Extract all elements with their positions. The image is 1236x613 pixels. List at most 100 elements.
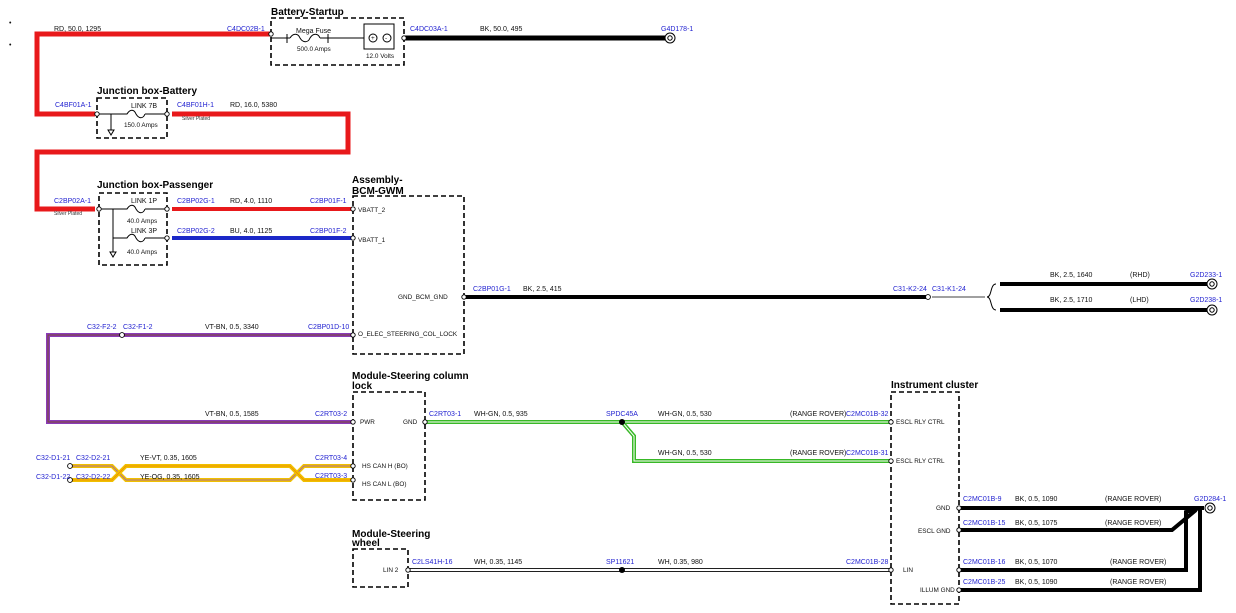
pin-escl-rly-ctrl: ESCL RLY CTRL: [896, 458, 945, 465]
wire-rd-1295[interactable]: [34, 31, 271, 117]
bcm-gwm-box[interactable]: [352, 195, 465, 355]
connector-label[interactable]: C2MC01B-25: [963, 579, 1006, 586]
wire-bk-1070[interactable]: [960, 506, 1201, 572]
connector-label[interactable]: C4DC03A-1: [410, 26, 448, 33]
junction-box-battery[interactable]: [96, 97, 168, 139]
bcm-gwm-title-1: Assembly-: [352, 175, 403, 186]
connector-label[interactable]: C32-D1-22: [36, 474, 70, 481]
connector-label[interactable]: C2RT03-3: [315, 473, 347, 480]
wire-bk-1090b[interactable]: [960, 510, 1202, 592]
pin-lin: LIN: [903, 567, 913, 574]
pin-hs-can-l: HS CAN L (BO): [362, 481, 407, 488]
connector-label[interactable]: C2RT03-2: [315, 411, 347, 418]
link-3p-label: LINK 3P: [131, 228, 157, 235]
wire-label: BK, 0.5, 1090: [1015, 496, 1058, 503]
connector-label[interactable]: C32-F1-2: [123, 324, 153, 331]
connector-label[interactable]: C32-D2-22: [76, 474, 110, 481]
wire-label: BK, 0.5, 1075: [1015, 520, 1058, 527]
pin-steering-col-lock: O_ELEC_STEERING_COL_LOCK: [358, 331, 458, 338]
mega-fuse-rating: 500.0 Amps: [297, 46, 331, 53]
connector-label[interactable]: SP11621: [606, 559, 634, 566]
wire-variant: (RANGE ROVER): [1110, 559, 1166, 566]
wire-label: WH, 0.35, 1145: [474, 559, 522, 566]
junction-box-passenger[interactable]: [98, 192, 168, 266]
connector-label[interactable]: C4BF01H-1: [177, 102, 214, 109]
connector-label[interactable]: C31-K1-24: [932, 286, 966, 293]
connector-label[interactable]: C2MC01B-15: [963, 520, 1006, 527]
connector-label[interactable]: G4D178-1: [661, 26, 693, 33]
wire-variant: (RANGE ROVER): [790, 411, 846, 418]
side-mark: •: [9, 42, 12, 49]
wire-wh-gn-tracer-b: [621, 421, 890, 462]
pin-gnd: GND: [403, 419, 418, 426]
wire-variant: (RANGE ROVER): [1110, 579, 1166, 586]
connector-label[interactable]: C2MC01B-9: [963, 496, 1002, 503]
pin-lin-2: LIN 2: [383, 567, 399, 574]
connector-label[interactable]: C2BP01F-2: [310, 228, 347, 235]
battery-startup-box[interactable]: [270, 17, 405, 66]
pin-vbatt-2: VBATT_2: [358, 207, 386, 214]
connector-label[interactable]: C2BP01G-1: [473, 286, 511, 293]
battery-icon: [382, 33, 392, 43]
connector-label[interactable]: C2BP01F-1: [310, 198, 347, 205]
link-1p-rating: 40.0 Amps: [127, 218, 157, 225]
mega-fuse-label: Mega Fuse: [296, 28, 331, 35]
connector-label[interactable]: C4BF01A-1: [55, 102, 92, 109]
connector-label[interactable]: C2BP02G-2: [177, 228, 215, 235]
wire-label: BU, 4.0, 1125: [230, 228, 272, 235]
wire-ye-vt-tracer: [72, 465, 352, 481]
pin-vbatt-1: VBATT_1: [358, 237, 386, 244]
silver-plated-note: Silver Plated: [182, 116, 210, 122]
wire-label: YE-VT, 0.35, 1605: [140, 455, 197, 462]
connector-label[interactable]: C2BP02G-1: [177, 198, 215, 205]
battery-minus-icon: -: [385, 35, 387, 42]
connector-label[interactable]: G2D233-1: [1190, 272, 1222, 279]
wire-variant: (RANGE ROVER): [1105, 496, 1161, 503]
wire-rd-5380[interactable]: [34, 111, 351, 212]
wire-label: WH-GN, 0.5, 530: [658, 411, 712, 418]
wire-variant: (RANGE ROVER): [1105, 520, 1161, 527]
connector-label[interactable]: C2MC01B-16: [963, 559, 1006, 566]
connector-label[interactable]: C2BP01D-10: [308, 324, 349, 331]
steering-wheel-box[interactable]: [352, 548, 409, 588]
connector-label[interactable]: C32-D2-21: [76, 455, 110, 462]
inline-connectors: [67, 294, 931, 483]
link-1p-icon: [99, 204, 167, 214]
connector-label[interactable]: G2D238-1: [1190, 297, 1222, 304]
steering-column-lock-box[interactable]: [352, 391, 426, 501]
pin-hs-can-h: HS CAN H (BO): [362, 463, 408, 470]
pin-escl-gnd: ESCL GND: [918, 528, 951, 535]
connector-label[interactable]: C2RT03-4: [315, 455, 347, 462]
wire-variant: (RANGE ROVER): [790, 450, 846, 457]
instrument-cluster-box[interactable]: [890, 391, 960, 605]
connector-label[interactable]: C2RT03-1: [429, 411, 461, 418]
splice-spdc45a-icon: [619, 419, 625, 425]
pin-gnd-bcm: GND_BCM_GND: [398, 294, 448, 301]
silver-plated-note: Silver Plated: [54, 211, 82, 217]
connector-label[interactable]: C2MC01B-32: [846, 411, 889, 418]
junction-box-battery-title: Junction box-Battery: [97, 86, 197, 97]
steering-wheel-title-2: wheel: [351, 538, 380, 549]
ground-eyelet-icons: [664, 32, 1218, 514]
connector-label[interactable]: SPDC45A: [606, 411, 638, 418]
connector-label[interactable]: C32-F2-2: [87, 324, 117, 331]
battery-plus-icon: +: [371, 35, 375, 42]
junction-box-passenger-title: Junction box-Passenger: [97, 180, 213, 191]
wire-label: BK, 0.5, 1090: [1015, 579, 1058, 586]
connector-label[interactable]: C2BP02A-1: [54, 198, 91, 205]
pin-gnd: GND: [936, 505, 951, 512]
connector-label[interactable]: G2D284-1: [1194, 496, 1226, 503]
connector-label[interactable]: C2MC01B-28: [846, 559, 889, 566]
connector-label[interactable]: C4DC02B-1: [227, 26, 265, 33]
connector-label[interactable]: C2MC01B-31: [846, 450, 889, 457]
pin-pwr: PWR: [360, 419, 375, 426]
wire-vt-bn-3340-1585[interactable]: [46, 333, 352, 424]
splice-sp11621-icon: [619, 567, 625, 573]
connector-label[interactable]: C2LS41H-16: [412, 559, 453, 566]
steering-wheel-title-1: Module-Steering: [352, 529, 430, 540]
battery-icon: [368, 33, 378, 43]
pin-illum-gnd: ILLUM GND: [920, 587, 955, 594]
bcm-gwm-title-2: BCM-GWM: [352, 186, 404, 197]
connector-label[interactable]: C32-D1-21: [36, 455, 70, 462]
connector-label[interactable]: C31-K2-24: [893, 286, 927, 293]
